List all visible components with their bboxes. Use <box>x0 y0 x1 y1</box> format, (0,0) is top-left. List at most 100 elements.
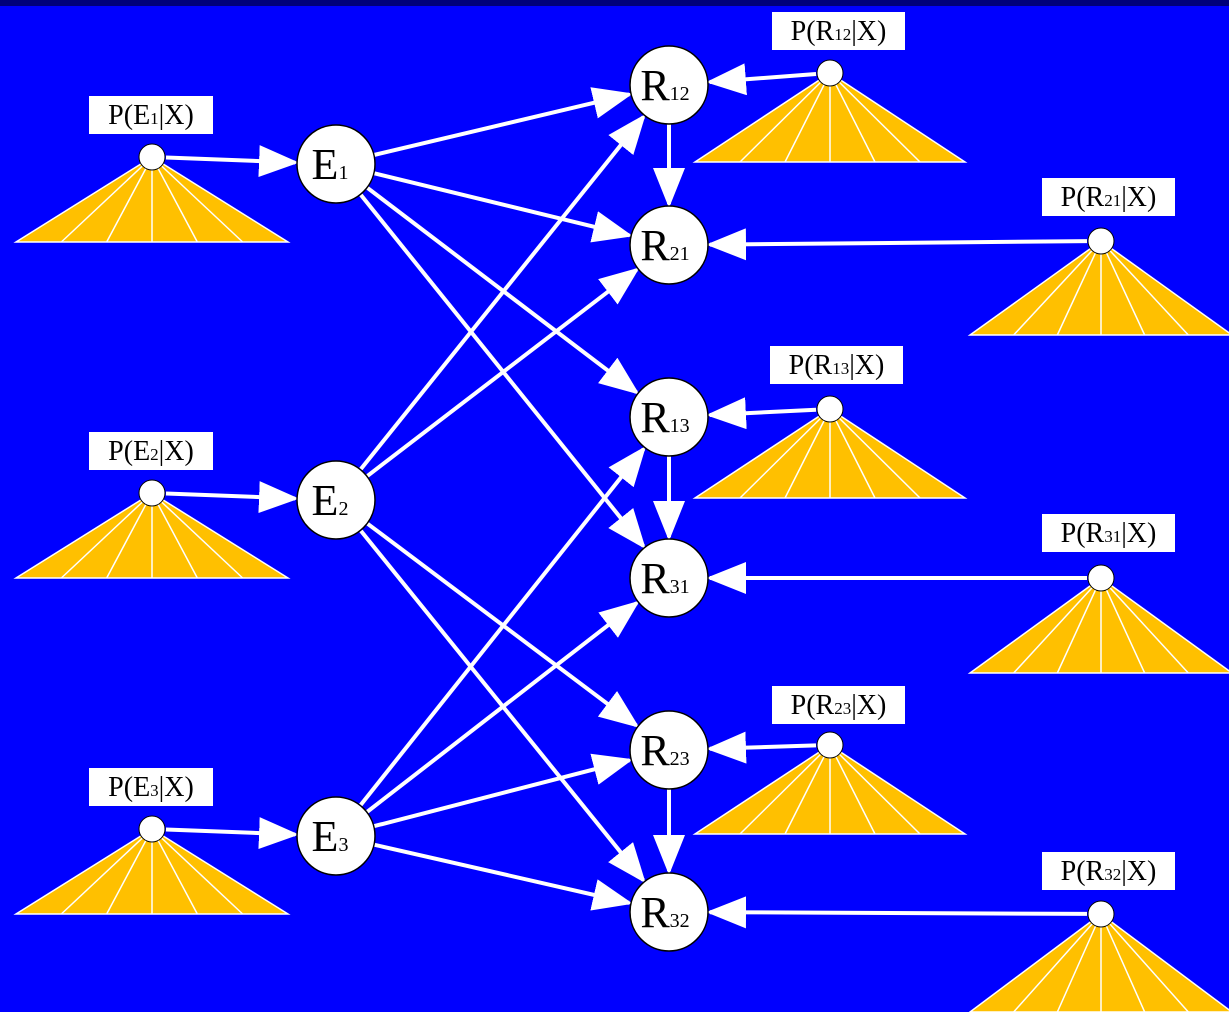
evidence-tree-r23 <box>692 731 968 835</box>
node-main: R <box>640 393 670 442</box>
label-pre: P(R <box>791 16 835 47</box>
evidence-apex-node <box>816 395 844 423</box>
node-sub: 13 <box>670 415 690 437</box>
label-text: P(E3|X) <box>108 772 194 803</box>
node-circle <box>629 377 709 457</box>
label-box <box>1042 852 1175 890</box>
label-sub: 2 <box>150 445 159 464</box>
node-sub: 2 <box>338 498 348 520</box>
label-post: |X) <box>159 436 194 467</box>
evidence-fan-line <box>829 744 921 835</box>
evidence-arrow-e3 <box>165 817 300 850</box>
evidence-arrow-e2 <box>165 481 300 514</box>
node-main: R <box>640 221 670 270</box>
evidence-fan-line <box>151 492 244 579</box>
evidence-apex-node <box>138 479 166 507</box>
node-sub: 23 <box>670 748 690 770</box>
label-sub: 3 <box>150 781 159 800</box>
probability-labels: P(E1|X)P(E2|X)P(E3|X)P(R12|X)P(R21|X)P(R… <box>89 12 1175 890</box>
evidence-fan-line <box>1100 240 1189 336</box>
edge-e3-r13 <box>358 445 646 807</box>
label-box <box>772 686 905 724</box>
node-label: R23 <box>640 726 689 775</box>
node-circle <box>629 710 709 790</box>
evidence-tree-r21 <box>967 227 1229 336</box>
node-main: R <box>640 61 670 110</box>
evidence-fan-line <box>784 408 831 499</box>
evidence-tree-r32 <box>968 900 1229 1012</box>
node-circle <box>629 872 709 952</box>
prob-label-e2: P(E2|X) <box>89 432 213 470</box>
evidence-fan-line <box>151 492 198 579</box>
node-label: E1 <box>312 140 349 189</box>
evidence-fan-line <box>784 72 831 163</box>
evidence-fan-line <box>60 828 153 915</box>
evidence-apex-node <box>138 143 166 171</box>
prob-label-e1: P(E1|X) <box>89 96 213 134</box>
label-pre: P(E <box>108 436 150 467</box>
label-pre: P(E <box>108 100 150 131</box>
evidence-fan-line <box>60 492 153 579</box>
node-sub: 31 <box>670 576 690 598</box>
label-sub: 13 <box>832 359 849 378</box>
evidence-fan-line <box>1056 577 1102 674</box>
label-box <box>89 96 213 134</box>
label-box <box>89 432 213 470</box>
evidence-fan-line <box>106 828 153 915</box>
prob-label-r12: P(R12|X) <box>772 12 905 50</box>
edge-e1-r31 <box>358 193 646 550</box>
evidence-arrow-r13 <box>705 397 817 430</box>
edge-e1-r12 <box>373 87 633 157</box>
evidence-tree-r13 <box>692 395 968 499</box>
node-label: R31 <box>640 554 689 603</box>
evidence-fan-line <box>151 156 244 243</box>
node-sub: 32 <box>670 910 690 932</box>
node-r21: R21 <box>629 205 709 285</box>
node-sub: 12 <box>670 83 690 105</box>
label-text: P(R12|X) <box>791 16 887 47</box>
node-main: E <box>312 812 339 861</box>
node-circle <box>629 538 709 618</box>
label-sub: 23 <box>834 699 851 718</box>
evidence-apex-node <box>816 59 844 87</box>
label-sub: 12 <box>834 25 851 44</box>
label-box <box>1042 178 1175 216</box>
label-pre: P(R <box>1061 518 1105 549</box>
label-box <box>1042 514 1175 552</box>
label-post: |X) <box>159 100 194 131</box>
prob-label-r23: P(R23|X) <box>772 686 905 724</box>
label-box <box>89 768 213 806</box>
evidence-fan-line <box>106 156 153 243</box>
evidence-apex-node <box>1087 900 1115 928</box>
evidence-arrow-r23 <box>705 731 817 764</box>
edge-e2-r12 <box>358 113 646 471</box>
evidence-fan-line <box>1100 577 1146 674</box>
evidence-fan-line <box>1100 913 1146 1012</box>
evidence-tree-e2 <box>13 479 291 579</box>
evidence-tree-r31 <box>967 564 1229 674</box>
evidence-fan-line <box>60 156 153 243</box>
node-label: R12 <box>640 61 689 110</box>
node-r31: R31 <box>629 538 709 618</box>
label-pre: P(R <box>789 350 833 381</box>
edge-e3-r32 <box>373 842 633 911</box>
label-pre: P(R <box>1061 856 1105 887</box>
node-r13: R13 <box>629 377 709 457</box>
label-post: |X) <box>1121 182 1156 213</box>
evidence-fan-line <box>829 744 876 835</box>
evidence-fan-line <box>829 72 921 163</box>
node-r12: R12 <box>629 45 709 125</box>
evidence-trees <box>13 59 1229 1012</box>
node-sub: 3 <box>338 834 348 856</box>
label-text: P(R21|X) <box>1061 182 1157 213</box>
evidence-fan-line <box>1013 577 1102 674</box>
node-e1: E1 <box>296 124 376 204</box>
label-text: P(R13|X) <box>789 350 885 381</box>
evidence-apex-node <box>1087 564 1115 592</box>
node-main: R <box>640 726 670 775</box>
node-label: R13 <box>640 393 689 442</box>
label-box <box>772 12 905 50</box>
evidence-fan-line <box>739 408 831 499</box>
node-r32: R32 <box>629 872 709 952</box>
